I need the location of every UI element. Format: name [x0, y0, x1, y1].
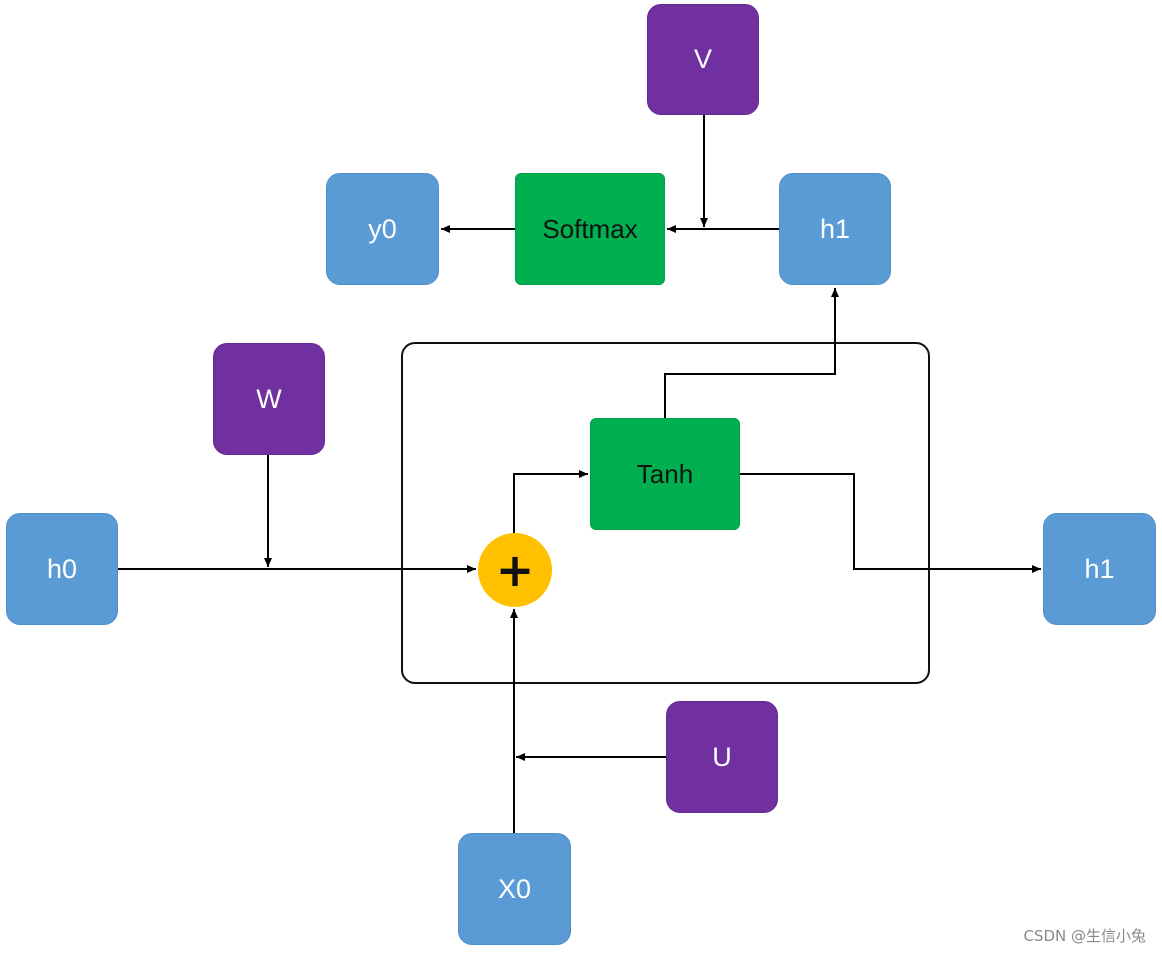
input-x0-node: X0 [458, 833, 571, 945]
adder-plus-icon: + [478, 533, 552, 607]
wire-tanh-to-h1-top [664, 288, 839, 418]
hidden-h1-top-node: h1 [779, 173, 891, 285]
watermark: CSDN @生信小兔 [1023, 927, 1146, 945]
tanh-node: Tanh [590, 418, 740, 530]
weight-w-node: W [213, 343, 325, 455]
wire-adder-to-tanh [513, 470, 588, 533]
weight-u-node: U [666, 701, 778, 813]
rnn-cell-boundary [401, 342, 930, 684]
weight-v-node: V [647, 4, 759, 115]
hidden-h1-right-node: h1 [1043, 513, 1156, 625]
hidden-h0-node: h0 [6, 513, 118, 625]
softmax-node: Softmax [515, 173, 665, 285]
wire-tanh-to-h1-right [740, 473, 1041, 573]
output-y0-node: y0 [326, 173, 439, 285]
